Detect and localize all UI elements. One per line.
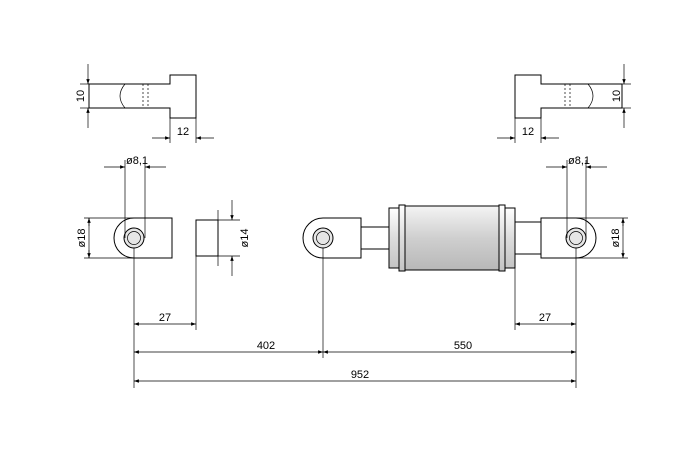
dim-top-left-width: 12 <box>177 126 189 138</box>
right-eye-part: ø8,1 ø18 <box>514 155 628 259</box>
top-right-detail: 10 12 <box>497 64 631 143</box>
dim-left-eye-dia: ø18 <box>76 229 88 248</box>
dim-right-eye-length: 27 <box>539 312 551 324</box>
dim-left-hole-dia: ø8,1 <box>126 155 148 167</box>
dim-distance-left: 402 <box>257 340 275 352</box>
dim-total-length: 952 <box>351 369 369 381</box>
dim-right-eye-dia: ø18 <box>610 229 622 248</box>
dim-left-eye-length: 27 <box>159 312 171 324</box>
dim-right-hole-dia: ø8,1 <box>568 155 590 167</box>
dim-top-right-height: 10 <box>611 90 623 102</box>
top-left-detail: 10 12 <box>75 64 214 143</box>
dim-distance-right: 550 <box>454 340 472 352</box>
dim-top-right-width: 12 <box>522 126 534 138</box>
cylinder-assembly <box>302 204 516 272</box>
bottom-dimensions: 27 27 402 550 952 <box>133 248 577 388</box>
dim-rod-dia: ø14 <box>239 229 251 248</box>
left-eye-part: ø8,1 ø18 ø14 <box>76 155 251 276</box>
dim-top-left-height: 10 <box>75 90 87 102</box>
